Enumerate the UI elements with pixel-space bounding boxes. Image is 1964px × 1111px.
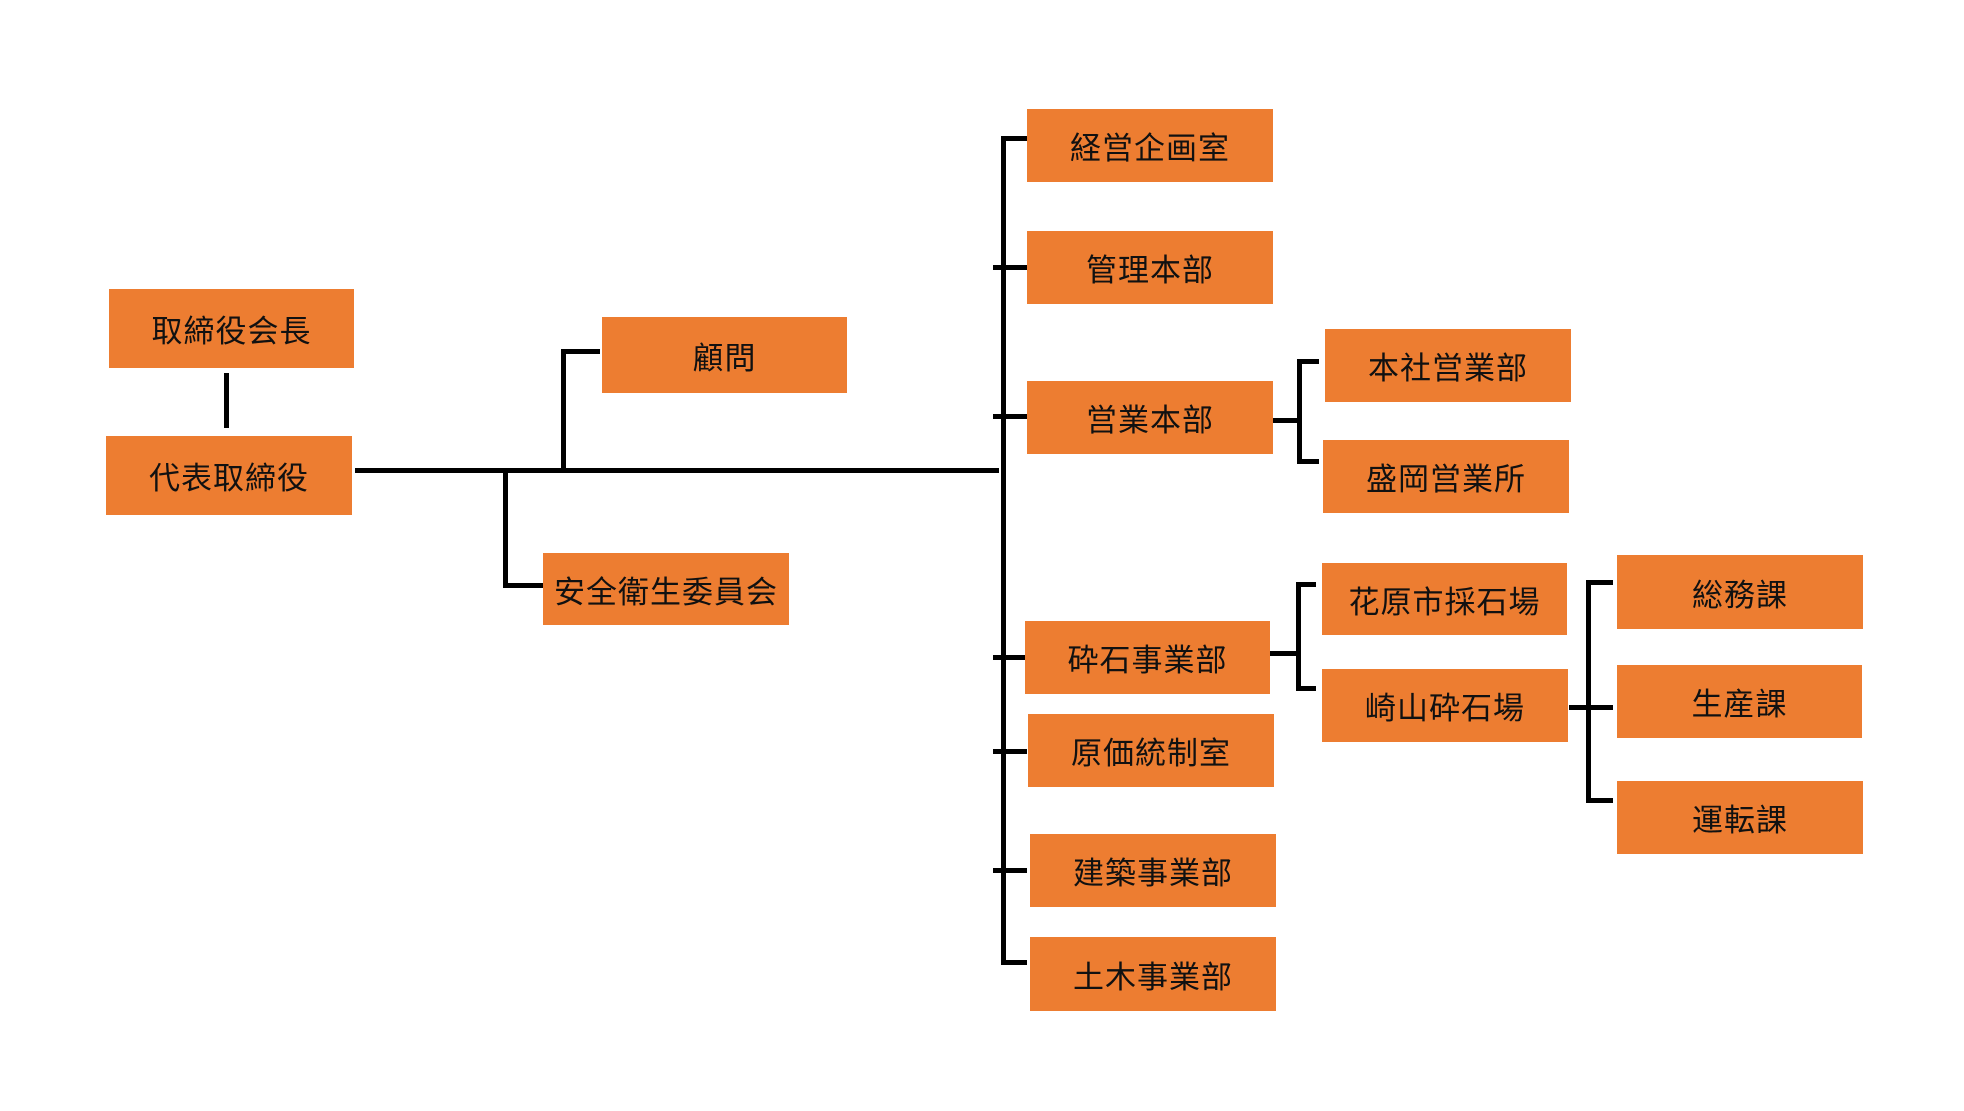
node-morioka-sales: 盛岡営業所 (1323, 440, 1569, 513)
node-admin-hq: 管理本部 (1027, 231, 1273, 304)
node-ceo: 代表取締役 (106, 436, 352, 515)
connector-hanahara (1296, 582, 1316, 587)
connector-crushed-stone (993, 655, 1027, 660)
node-hanahara-quarry: 花原市採石場 (1322, 563, 1567, 635)
connector-chairman-ceo (224, 373, 229, 428)
node-civil-engineering-division: 土木事業部 (1030, 937, 1276, 1011)
connector-crushed-out (1270, 651, 1301, 656)
node-advisor: 顧問 (602, 317, 847, 393)
connector-advisor-vertical (561, 349, 566, 473)
node-general-affairs-section: 総務課 (1617, 555, 1863, 629)
connector-construction (993, 868, 1027, 873)
node-head-office-sales: 本社営業部 (1325, 329, 1571, 402)
connector-civil (1001, 960, 1027, 965)
connector-departments-spine (1001, 136, 1006, 965)
connector-head-office-sales (1297, 359, 1319, 364)
connector-production (1586, 705, 1613, 710)
node-safety-committee: 安全衛生委員会 (543, 553, 789, 625)
connector-sales-vertical (1297, 359, 1302, 464)
connector-safety-horizontal (503, 583, 543, 588)
connector-sales-out (1272, 418, 1302, 423)
node-crushed-stone-division: 砕石事業部 (1025, 621, 1270, 694)
connector-general-affairs (1586, 580, 1613, 585)
connector-quarries-vertical (1296, 582, 1301, 691)
connector-operation (1586, 798, 1613, 803)
connector-planning (1001, 136, 1027, 141)
connector-admin (993, 265, 1027, 270)
node-planning-office: 経営企画室 (1027, 109, 1273, 182)
connector-sections-vertical (1586, 580, 1591, 803)
node-cost-control-office: 原価統制室 (1028, 714, 1274, 787)
connector-advisor-horizontal (561, 349, 600, 354)
node-production-section: 生産課 (1617, 665, 1862, 738)
node-sakiyama-quarry: 崎山砕石場 (1322, 669, 1568, 742)
node-sales-hq: 営業本部 (1027, 381, 1273, 454)
node-chairman: 取締役会長 (109, 289, 354, 368)
connector-sales (993, 414, 1027, 419)
node-operation-section: 運転課 (1617, 781, 1863, 854)
connector-safety-vertical (503, 468, 508, 588)
connector-ceo-main (355, 468, 999, 473)
connector-cost-control (993, 749, 1027, 754)
connector-morioka-sales (1297, 459, 1319, 464)
connector-sakiyama (1296, 686, 1316, 691)
node-construction-division: 建築事業部 (1030, 834, 1276, 907)
